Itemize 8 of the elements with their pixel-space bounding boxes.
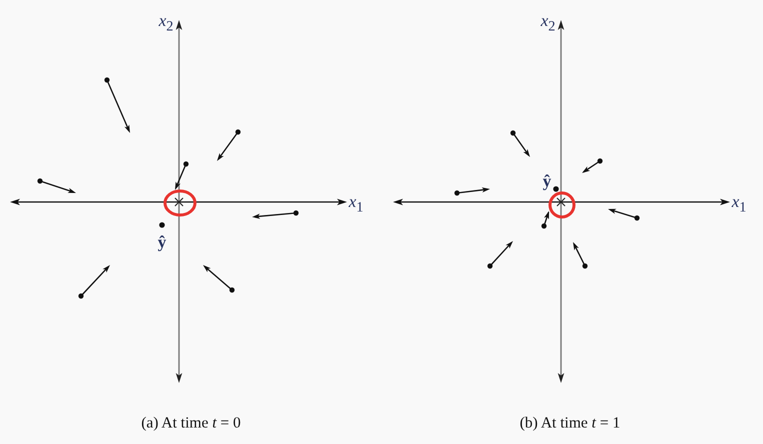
axis-label: x$_{2}$ bbox=[540, 12, 556, 34]
point-label: ŷ bbox=[542, 172, 552, 190]
axis-label: x$_{1}$ bbox=[732, 193, 746, 215]
axis-label: x$_{1}$ bbox=[348, 193, 364, 215]
point-label: ŷ bbox=[158, 234, 166, 250]
subfigure-caption: (a) At time t = 0 bbox=[141, 415, 241, 431]
axis-label: x$_{2}$ bbox=[158, 12, 174, 34]
subfigure-caption: (b) At time t = 1 bbox=[520, 415, 620, 431]
